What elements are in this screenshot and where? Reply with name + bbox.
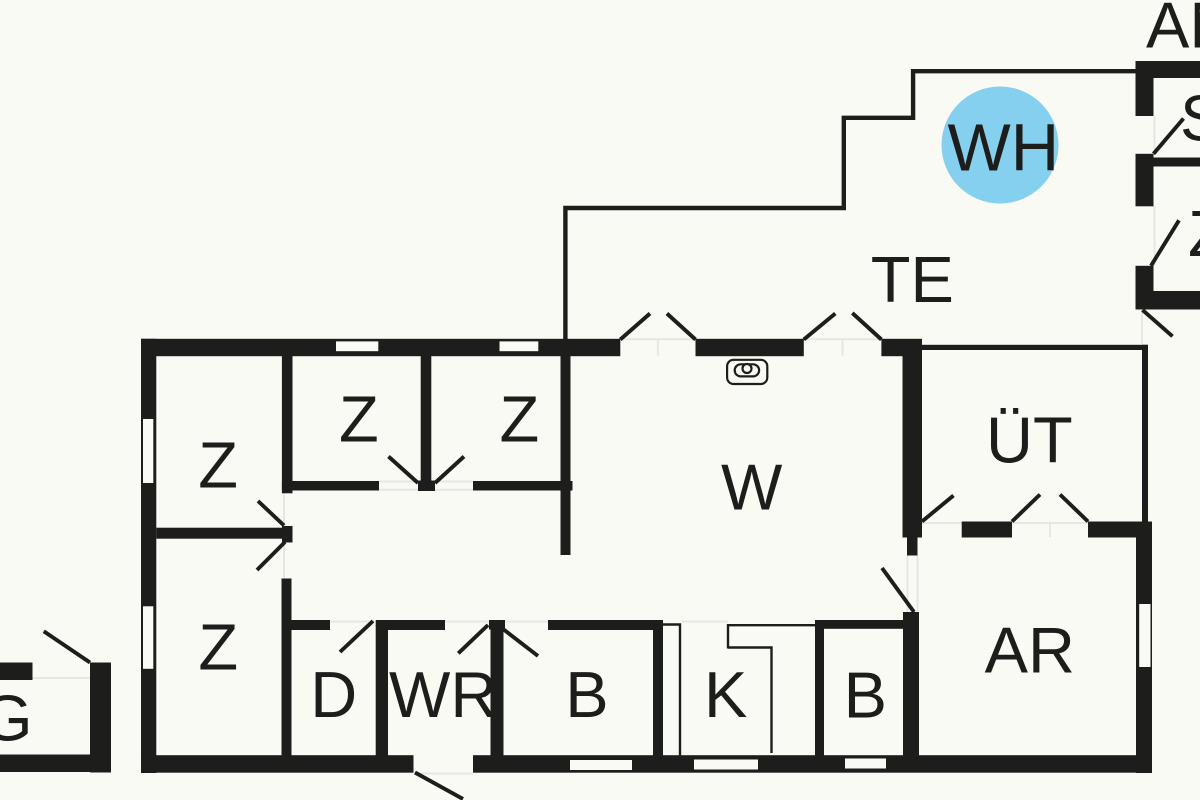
svg-text:Z: Z xyxy=(339,382,379,455)
svg-text:ÜT: ÜT xyxy=(986,404,1073,477)
svg-text:AR: AR xyxy=(985,614,1075,687)
svg-text:Z: Z xyxy=(1188,197,1200,270)
svg-text:Z: Z xyxy=(500,382,540,455)
svg-text:Z: Z xyxy=(198,610,238,683)
svg-text:WR: WR xyxy=(389,658,497,731)
svg-text:WH: WH xyxy=(948,111,1060,186)
svg-text:D: D xyxy=(310,658,357,731)
svg-text:Z: Z xyxy=(198,429,238,502)
svg-text:B: B xyxy=(565,658,608,731)
svg-text:B: B xyxy=(844,659,887,732)
svg-text:G: G xyxy=(0,682,33,755)
svg-text:K: K xyxy=(704,658,747,731)
svg-text:W: W xyxy=(721,451,783,524)
svg-text:AN: AN xyxy=(1146,0,1200,61)
svg-text:TE: TE xyxy=(871,243,954,316)
svg-text:S: S xyxy=(1180,82,1200,155)
